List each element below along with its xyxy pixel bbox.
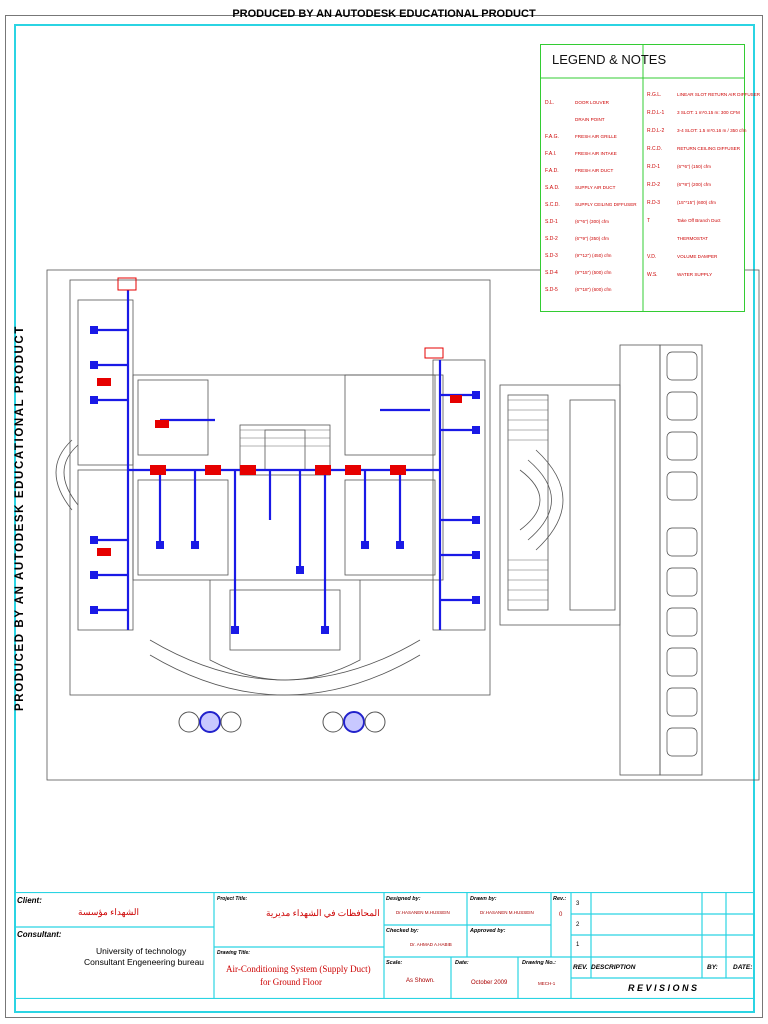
description-column-header: DESCRIPTION — [591, 964, 636, 971]
legend-key: V.D. — [647, 254, 657, 260]
legend-desc: WATER SUPPLY — [677, 272, 713, 277]
date-column-header: DATE: — [733, 964, 753, 971]
legend-grid — [540, 44, 745, 312]
project-title-value: المحافظات في الشهداء مديرية — [266, 908, 380, 918]
legend-desc: SUPPLY AIR DUCT — [575, 185, 616, 190]
watermark-top: PRODUCED BY AN AUTODESK EDUCATIONAL PROD… — [232, 8, 536, 20]
legend-desc: (6"*6") (150) cfm — [677, 164, 711, 169]
date-value: October 2009 — [471, 980, 508, 986]
legend-desc: 3 SLOT: 1 m*0.15 m: 300 CFM — [677, 110, 740, 115]
drawing-title-line1: Air-Conditioning System (Supply Duct) — [226, 964, 371, 974]
rev-label: Rev.: — [553, 896, 567, 902]
legend-key: R.D.L-2 — [647, 128, 665, 134]
legend-key: S.D-2 — [545, 236, 558, 242]
legend-desc: (6"*18") (600) cfm — [575, 287, 612, 292]
by-column-header: BY: — [707, 964, 718, 971]
scale-value: As Shown. — [406, 978, 435, 984]
legend-key: R.C.D. — [647, 146, 662, 152]
rev-row-1: 1 — [576, 942, 580, 948]
sheet-outer-border — [5, 15, 763, 1018]
legend-desc: Take Off Branch Duct — [677, 218, 721, 223]
legend-desc: FRESH AIR GRILLE — [575, 134, 617, 139]
drawing-no-value: MECH-1 — [538, 981, 556, 986]
legend-title: LEGEND & NOTES — [552, 52, 667, 67]
legend-desc: SUPPLY CEILING DIFFUSER — [575, 202, 637, 207]
legend-desc: (9"*15") (500) cfm — [575, 270, 612, 275]
legend-key: S.D-3 — [545, 253, 558, 259]
legend-desc: VOLUME DAMPER — [677, 254, 718, 259]
legend-key: T — [647, 218, 651, 224]
legend-desc: DRAIN POINT — [575, 117, 605, 122]
revisions-title: R E V I S I O N S — [628, 983, 698, 993]
designed-by-value: Dr.HASANEN M.HUSSEIN — [396, 910, 450, 915]
legend-desc: FRESH AIR DUCT — [575, 168, 614, 173]
scale-label: Scale: — [386, 960, 403, 966]
legend-desc: (15"*15") (600) cfm — [677, 200, 717, 205]
approved-by-label: Approved by: — [470, 928, 506, 934]
legend-key: D.L. — [545, 100, 555, 106]
rev-value: 0 — [559, 912, 563, 918]
legend-key: R.D-1 — [647, 164, 661, 170]
title-block-grid — [14, 892, 755, 999]
legend-desc: RETURN CEILING DIFFUSER — [677, 146, 741, 151]
legend-key: S.C.D. — [545, 202, 560, 208]
rev-row-2: 2 — [576, 922, 580, 928]
legend-key: R.D-3 — [647, 200, 661, 206]
legend-key: F.A.I. — [545, 151, 557, 157]
client-value: الشهداء مؤسسة — [78, 907, 139, 917]
legend-desc: (6"*9") (350) cfm — [575, 236, 609, 241]
legend-desc: (6"*6") (300) cfm — [575, 219, 609, 224]
legend-key: S.A.D. — [545, 185, 560, 191]
legend-desc: (6"*8") (200) cfm — [677, 182, 711, 187]
drawing-frame — [14, 24, 755, 1013]
rev-row-3: 3 — [576, 901, 580, 907]
legend-desc: THERMOSTAT — [677, 236, 708, 241]
legend-key: F.A.D. — [545, 168, 559, 174]
legend-key: F.A.G. — [545, 134, 559, 140]
drawn-by-label: Drawn by: — [470, 896, 497, 902]
designed-by-label: Designed by: — [386, 896, 421, 902]
checked-by-value: Dr. AHMAD A.HABIB — [410, 942, 452, 947]
rev-column-header: REV. — [573, 964, 588, 971]
consultant-label: Consultant: — [17, 930, 62, 939]
legend-desc: DOOR LOUVER — [575, 100, 609, 105]
checked-by-label: Checked by: — [386, 928, 419, 934]
legend-key: S.D-4 — [545, 270, 558, 276]
drawn-by-value: Dr.HASANEN M.HUSSEIN — [480, 910, 534, 915]
drawing-no-label: Drawing No.: — [522, 960, 556, 966]
project-title-label: Project Title: — [217, 896, 248, 902]
legend-key: W.S. — [647, 272, 658, 278]
legend-key: S.D-1 — [545, 219, 558, 225]
legend-desc: 3-4 SLOT: 1.5 m*0.16 m / 350 cfm — [677, 128, 747, 133]
drawing-title-label: Drawing Title: — [217, 950, 250, 956]
legend-key: R.D-2 — [647, 182, 661, 188]
legend-key: R.D.L-1 — [647, 110, 665, 116]
consultant-line2: Consultant Engeneering bureau — [84, 957, 205, 967]
consultant-line1: University of technology — [96, 946, 187, 956]
legend-desc: LINEAR SLOT RETURN AIR DIFFUSER — [677, 92, 761, 97]
client-label: Client: — [17, 896, 42, 905]
legend-key: S.D-5 — [545, 287, 558, 293]
date-label: Date: — [455, 960, 469, 966]
legend-desc: FRESH AIR INTAKE — [575, 151, 617, 156]
legend-key: R.G.L. — [647, 92, 662, 98]
drawing-title-line2: for Ground Floor — [260, 977, 322, 987]
legend-desc: (9"*12") (450) cfm — [575, 253, 612, 258]
